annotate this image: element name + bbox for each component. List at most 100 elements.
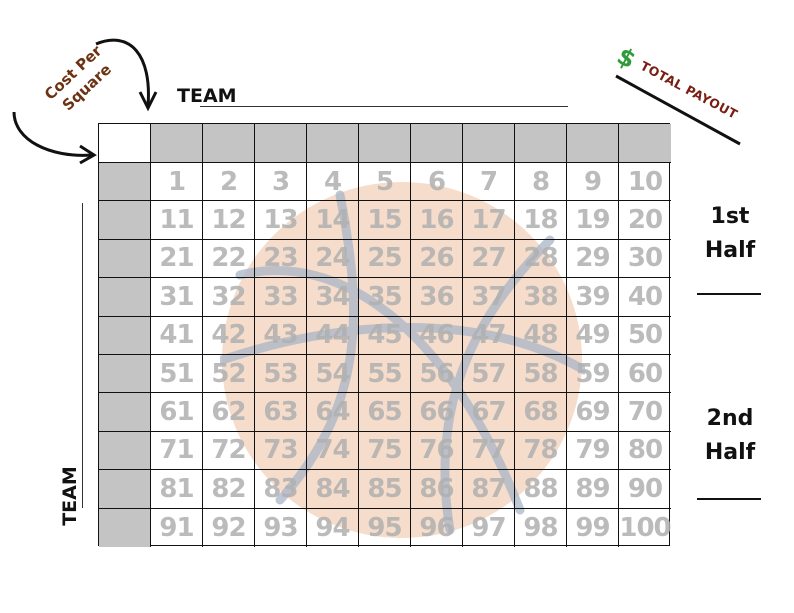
square-cell[interactable]: 76 xyxy=(411,431,463,471)
square-cell[interactable]: 29 xyxy=(567,239,619,279)
square-cell[interactable]: 96 xyxy=(411,508,463,547)
square-cell[interactable]: 81 xyxy=(151,470,203,509)
square-cell[interactable]: 28 xyxy=(515,239,567,279)
square-cell[interactable]: 71 xyxy=(151,431,203,471)
square-cell[interactable]: 50 xyxy=(619,317,671,355)
square-cell[interactable]: 77 xyxy=(463,431,515,471)
square-cell[interactable]: 62 xyxy=(203,393,255,432)
square-cell[interactable]: 25 xyxy=(359,239,411,279)
square-cell[interactable]: 97 xyxy=(463,508,515,547)
square-cell[interactable]: 52 xyxy=(203,354,255,394)
square-cell[interactable]: 7 xyxy=(463,163,515,202)
square-cell[interactable]: 39 xyxy=(567,278,619,317)
square-cell[interactable]: 2 xyxy=(203,163,255,202)
square-cell[interactable]: 9 xyxy=(567,163,619,202)
square-cell[interactable]: 1 xyxy=(151,163,203,202)
square-cell[interactable]: 88 xyxy=(515,470,567,509)
square-cell[interactable]: 94 xyxy=(307,508,359,547)
column-header-cell[interactable] xyxy=(151,124,203,163)
square-cell[interactable]: 59 xyxy=(567,354,619,394)
square-cell[interactable]: 46 xyxy=(411,316,463,355)
square-cell[interactable]: 89 xyxy=(567,470,619,509)
column-header-cell[interactable] xyxy=(515,124,567,163)
square-cell[interactable]: 15 xyxy=(359,201,411,240)
column-header-cell[interactable] xyxy=(567,124,619,163)
square-cell[interactable]: 74 xyxy=(307,431,359,471)
square-cell[interactable]: 90 xyxy=(619,470,671,509)
square-cell[interactable]: 69 xyxy=(567,393,619,432)
square-cell[interactable]: 32 xyxy=(203,278,255,317)
square-cell[interactable]: 75 xyxy=(359,431,411,471)
square-cell[interactable]: 61 xyxy=(151,393,203,432)
square-cell[interactable]: 63 xyxy=(255,393,307,432)
square-cell[interactable]: 83 xyxy=(255,470,307,509)
square-cell[interactable]: 51 xyxy=(151,354,203,394)
square-cell[interactable]: 91 xyxy=(151,508,203,547)
square-cell[interactable]: 85 xyxy=(359,470,411,509)
square-cell[interactable]: 19 xyxy=(567,201,619,240)
column-header-cell[interactable] xyxy=(463,124,515,163)
column-header-cell[interactable] xyxy=(359,124,411,163)
square-cell[interactable]: 35 xyxy=(359,278,411,317)
square-cell[interactable]: 36 xyxy=(411,278,463,317)
square-cell[interactable]: 20 xyxy=(619,201,671,240)
row-header-cell[interactable] xyxy=(99,431,151,471)
row-header-cell[interactable] xyxy=(99,239,151,279)
square-cell[interactable]: 41 xyxy=(151,316,203,355)
square-cell[interactable]: 33 xyxy=(255,278,307,317)
square-cell[interactable]: 64 xyxy=(307,393,359,432)
row-header-cell[interactable] xyxy=(99,354,151,394)
square-cell[interactable]: 55 xyxy=(359,354,411,394)
square-cell[interactable]: 8 xyxy=(515,163,567,202)
square-cell[interactable]: 92 xyxy=(203,508,255,547)
column-header-cell[interactable] xyxy=(307,124,359,163)
square-cell[interactable]: 31 xyxy=(151,278,203,317)
square-cell[interactable]: 95 xyxy=(359,508,411,547)
row-header-cell[interactable] xyxy=(99,278,151,317)
square-cell[interactable]: 86 xyxy=(411,470,463,509)
square-cell[interactable]: 27 xyxy=(463,239,515,279)
square-cell[interactable]: 44 xyxy=(307,316,359,355)
square-cell[interactable]: 37 xyxy=(463,278,515,317)
square-cell[interactable]: 21 xyxy=(151,239,203,279)
square-cell[interactable]: 47 xyxy=(463,316,515,355)
square-cell[interactable]: 56 xyxy=(411,354,463,394)
square-cell[interactable]: 38 xyxy=(515,278,567,317)
square-cell[interactable]: 70 xyxy=(619,393,671,432)
row-header-cell[interactable] xyxy=(99,393,151,432)
square-cell[interactable]: 17 xyxy=(463,201,515,240)
square-cell[interactable]: 30 xyxy=(619,240,671,279)
square-cell[interactable]: 4 xyxy=(307,163,359,202)
square-cell[interactable]: 48 xyxy=(515,316,567,355)
square-cell[interactable]: 66 xyxy=(411,393,463,432)
square-cell[interactable]: 84 xyxy=(307,470,359,509)
square-cell[interactable]: 43 xyxy=(255,316,307,355)
square-cell[interactable]: 10 xyxy=(619,163,671,202)
column-header-cell[interactable] xyxy=(411,124,463,163)
square-cell[interactable]: 73 xyxy=(255,431,307,471)
square-cell[interactable]: 79 xyxy=(567,431,619,471)
square-cell[interactable]: 60 xyxy=(619,355,671,394)
square-cell[interactable]: 80 xyxy=(619,432,671,471)
square-cell[interactable]: 45 xyxy=(359,316,411,355)
square-cell[interactable]: 12 xyxy=(203,201,255,240)
row-header-cell[interactable] xyxy=(99,316,151,355)
square-cell[interactable]: 68 xyxy=(515,393,567,432)
square-cell[interactable]: 24 xyxy=(307,239,359,279)
square-cell[interactable]: 26 xyxy=(411,239,463,279)
square-cell[interactable]: 13 xyxy=(255,201,307,240)
row-header-cell[interactable] xyxy=(99,163,151,202)
square-cell[interactable]: 18 xyxy=(515,201,567,240)
square-cell[interactable]: 53 xyxy=(255,354,307,394)
square-cell[interactable]: 16 xyxy=(411,201,463,240)
square-cell[interactable]: 14 xyxy=(307,201,359,240)
column-header-cell[interactable] xyxy=(619,124,671,163)
square-cell[interactable]: 67 xyxy=(463,393,515,432)
square-cell[interactable]: 98 xyxy=(515,508,567,547)
square-cell[interactable]: 22 xyxy=(203,239,255,279)
square-cell[interactable]: 6 xyxy=(411,163,463,202)
square-cell[interactable]: 34 xyxy=(307,278,359,317)
square-cell[interactable]: 5 xyxy=(359,163,411,202)
square-cell[interactable]: 40 xyxy=(619,278,671,317)
square-cell[interactable]: 58 xyxy=(515,354,567,394)
